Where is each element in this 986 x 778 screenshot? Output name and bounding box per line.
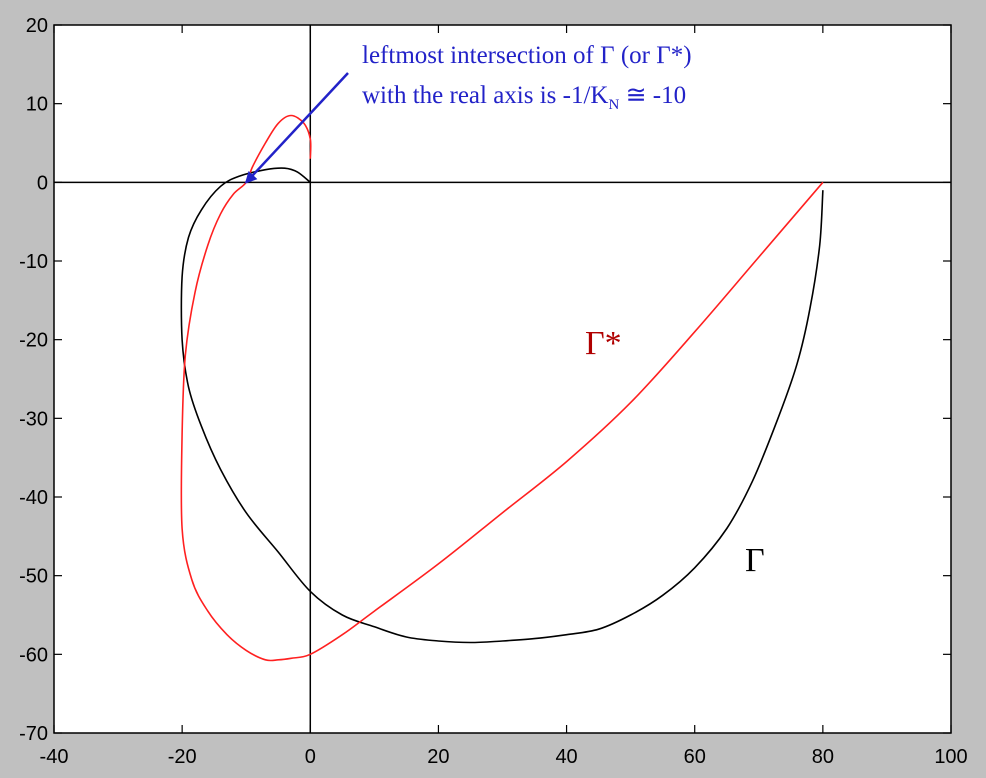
- y-tick-label: -30: [19, 408, 48, 430]
- annotation-line-2: with the real axis is -1/KN ≅ -10: [362, 82, 686, 113]
- y-tick-label: -20: [19, 330, 48, 352]
- x-tick-label: 20: [427, 746, 449, 768]
- annotation-subscript: N: [608, 97, 619, 113]
- x-tick-label: 40: [555, 746, 577, 768]
- gamma-label: Γ: [745, 542, 765, 579]
- annotation-line-1: leftmost intersection of Γ (or Γ*): [362, 42, 692, 69]
- annotation-line-2-end: ≅ -10: [619, 82, 686, 109]
- plot-area: [53, 24, 952, 734]
- y-tick-label: -40: [19, 487, 48, 509]
- x-tick-label: 0: [305, 746, 316, 768]
- y-tick-label: -70: [19, 723, 48, 745]
- gamma-star-label: Γ*: [585, 325, 622, 362]
- y-tick-label: -50: [19, 566, 48, 588]
- y-tick-label: 10: [26, 94, 48, 116]
- gamma-curve: [180, 167, 824, 644]
- x-tick-label: -20: [168, 746, 197, 768]
- gamma-star-curve: [180, 114, 824, 662]
- y-tick-label: 0: [37, 172, 48, 194]
- y-tick-label: -10: [19, 251, 48, 273]
- annotation-arrow: [244, 72, 349, 184]
- x-tick-label: 100: [934, 746, 967, 768]
- y-tick-label: 20: [26, 15, 48, 37]
- x-tick-label: 60: [684, 746, 706, 768]
- y-tick-label: -60: [19, 644, 48, 666]
- x-tick-label: 80: [812, 746, 834, 768]
- series-curves: [180, 114, 824, 662]
- annotation-line-2-start: with the real axis is -1/K: [362, 82, 608, 109]
- x-tick-label: -40: [40, 746, 69, 768]
